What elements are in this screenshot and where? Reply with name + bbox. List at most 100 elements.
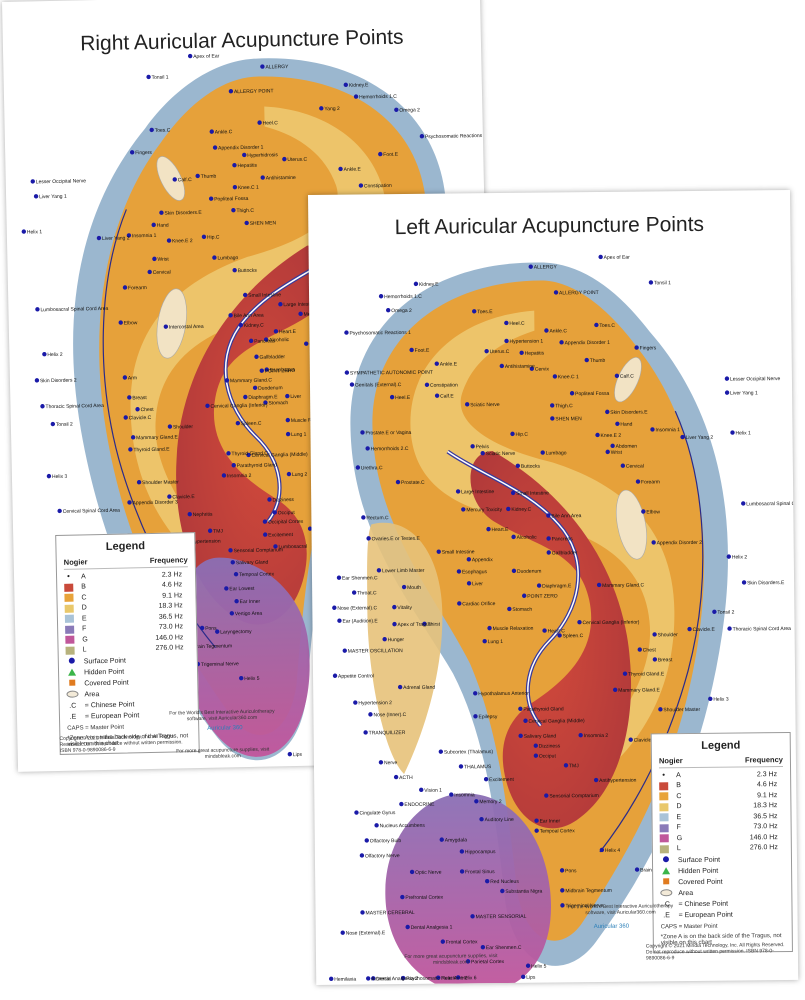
surface-point — [207, 528, 213, 533]
point-label: Toes.E — [477, 309, 493, 315]
point-label: Appendix Disorder 1 — [218, 145, 264, 152]
surface-point — [338, 166, 343, 172]
surface-point — [741, 580, 747, 585]
surface-point — [152, 256, 157, 262]
point-label: Sensorial Comptarium — [549, 793, 599, 800]
legend-col-frequency: Frequency — [149, 555, 188, 566]
surface-point — [612, 687, 618, 693]
point-label: Shoulder — [658, 632, 678, 638]
legend-swatch — [64, 593, 74, 603]
surface-point — [355, 465, 361, 470]
surface-point — [533, 743, 538, 748]
legend-symbol-row: Covered Point — [660, 876, 784, 887]
surface-point — [46, 473, 52, 479]
surface-point — [560, 888, 565, 893]
surface-point — [127, 395, 132, 400]
legend-letter: B — [676, 782, 681, 790]
point-label: Ankle.C — [215, 129, 233, 135]
legend-swatch — [659, 845, 669, 854]
point-label: Prostate.E or Vagina — [365, 430, 411, 436]
point-label: Liver Yang 1 — [39, 194, 67, 201]
point-label: Alcoholic — [517, 535, 538, 541]
left-logo: Auricular 360 — [593, 923, 630, 931]
surface-point — [366, 976, 371, 981]
point-label: Liver Yang 2 — [686, 435, 714, 441]
surface-point — [401, 584, 407, 590]
surface-point — [650, 427, 655, 432]
point-label: Insomnia 1 — [655, 427, 680, 433]
surface-point — [522, 593, 527, 598]
surface-point — [364, 838, 369, 843]
point-label: Excitement — [489, 777, 514, 783]
legend-col-nogier: Nogier — [658, 756, 683, 766]
legend-letter: F — [82, 625, 87, 633]
point-label: Lumbago — [546, 450, 567, 456]
surface-point — [172, 177, 177, 182]
point-label: Helix 1 — [735, 430, 751, 436]
point-label: Dental Analgesia 2 — [376, 976, 418, 982]
point-label: Clavicle.C — [634, 737, 657, 743]
surface-point — [232, 267, 237, 273]
point-label: Vision 1 — [424, 788, 442, 794]
right-promo: For the World's Best Interactive Auricul… — [169, 708, 275, 723]
surface-point — [628, 737, 633, 742]
surface-point — [342, 648, 347, 653]
point-label: Large Intestine — [461, 489, 494, 495]
point-label: Mouth — [407, 585, 421, 591]
point-label: Omega 2 — [391, 308, 412, 314]
point-label: Kidney.E — [349, 82, 369, 88]
surface-point — [262, 519, 268, 524]
surface-point — [395, 479, 401, 485]
legend-swatch — [659, 834, 669, 843]
point-label: Helix 2 — [732, 554, 748, 560]
point-label: MASTER CEREBRAL — [365, 910, 414, 917]
surface-point — [456, 975, 461, 980]
point-label: Auditory Line — [485, 817, 514, 823]
surface-point — [409, 869, 415, 875]
point-label: Laryngectomy — [220, 629, 252, 636]
point-label: Hand — [620, 422, 632, 428]
legend-caps-note: CAPS = Master Point — [67, 724, 125, 732]
point-label: Cingulate Gyrus — [359, 810, 395, 816]
point-label: Fingers — [135, 150, 152, 156]
legend-col-nogier: Nogier — [63, 557, 88, 567]
surface-point — [620, 463, 626, 468]
point-label: Buttocks — [521, 464, 541, 470]
surface-point — [340, 930, 345, 935]
surface-point — [534, 828, 539, 833]
legend-swatch — [65, 646, 75, 655]
hidden-point-icon — [660, 866, 672, 876]
point-label: Olfactory Bulb — [370, 838, 402, 844]
point-label: Trigeminal Nerve — [201, 661, 239, 668]
surface-point — [224, 378, 230, 383]
surface-point — [519, 350, 524, 355]
point-label: Kidney.C — [511, 507, 531, 513]
point-label: Hippocampus — [465, 849, 496, 855]
point-label: Uterus.C — [287, 157, 307, 163]
legend-frequency: 276.0 Hz — [749, 844, 778, 852]
point-label: Buttocks — [238, 268, 258, 274]
point-label: Gallbladder — [259, 354, 285, 361]
legend-frequency: 73.0 Hz — [158, 623, 184, 632]
legend-letter: D — [676, 803, 682, 811]
point-label: Heel.C — [509, 321, 525, 327]
legend-header: Nogier Frequency — [658, 755, 784, 769]
surface-point — [455, 489, 461, 494]
surface-point — [544, 328, 549, 333]
legend-symbol-label: Surface Point — [83, 657, 126, 665]
legend-frequency: 146.0 Hz — [749, 833, 778, 842]
surface-point — [470, 444, 475, 449]
surface-point — [135, 407, 140, 412]
legend-symbol-label: Covered Point — [678, 878, 723, 886]
surface-point — [228, 313, 233, 318]
covered-point-icon — [66, 679, 78, 688]
covered-point-icon — [660, 878, 672, 886]
surface-point — [466, 557, 472, 562]
surface-point — [248, 338, 254, 344]
surface-point — [378, 760, 384, 765]
point-label: Mammary Gland.E — [618, 687, 660, 693]
point-label: Bile Ann Area — [551, 513, 581, 519]
point-label: ALLERGY — [534, 264, 558, 270]
surface-point — [264, 367, 269, 372]
